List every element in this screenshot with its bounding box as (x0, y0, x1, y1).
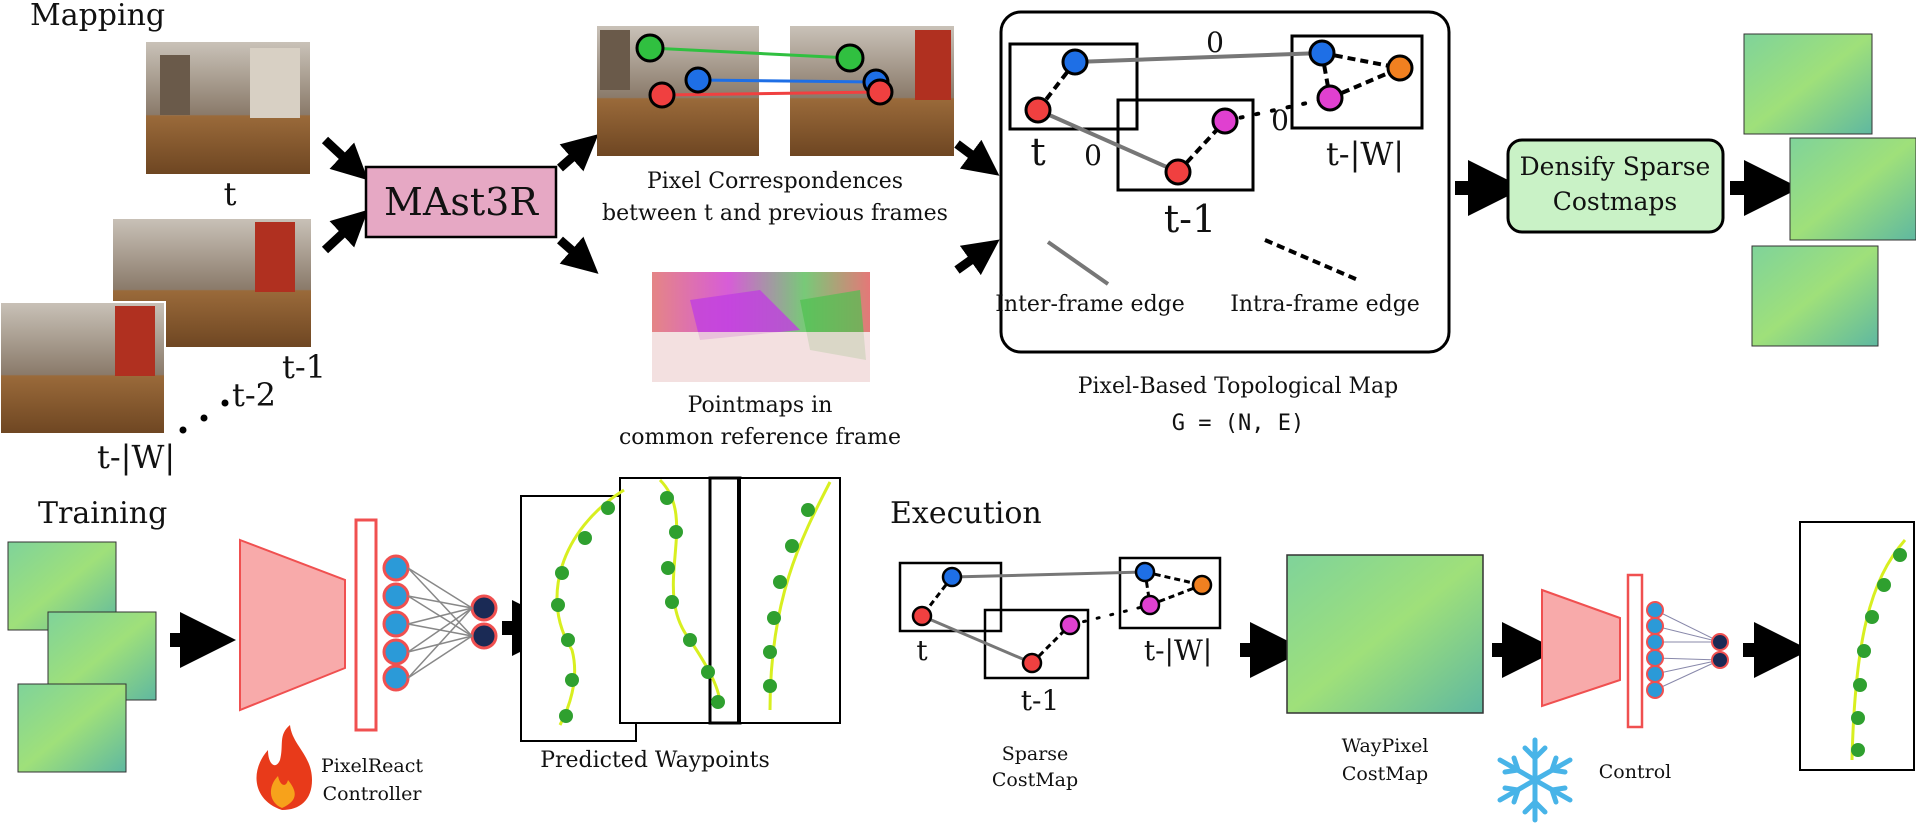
frame-t-label: t (224, 175, 237, 213)
arrow-mast3r-to-pointmaps (557, 236, 599, 274)
waypixel-caption-2: CostMap (1342, 763, 1428, 785)
frame-tw-label: t-|W| (97, 438, 175, 476)
feature-vector (354, 518, 378, 732)
waypoints-caption: Predicted Waypoints (540, 748, 770, 773)
correspondence-image-left (597, 26, 759, 156)
arrow-pointmaps-to-map (954, 239, 1000, 276)
dense-costmap-3 (1751, 245, 1879, 347)
frame-t2-label: t-2 (232, 376, 276, 414)
topomap-frame-tw-box (1290, 34, 1424, 130)
control-network (1541, 573, 1729, 729)
dense-costmaps (1743, 33, 1916, 347)
topomap-edge-weight-right: 0 (1271, 104, 1289, 137)
controller-caption-2: Controller (323, 783, 423, 805)
waypoint-panels (520, 476, 841, 742)
densify-label-1: Densify Sparse (1520, 152, 1711, 181)
legend-inter-swatch (1046, 240, 1110, 286)
waypixel-costmap-image (1286, 554, 1484, 714)
execution-label-tw: t-|W| (1144, 634, 1212, 667)
waypoint-panel-2 (619, 477, 739, 724)
topomap-node-orange-tw (1386, 54, 1414, 82)
training-costmaps (7, 541, 157, 773)
topomap-title: Pixel-Based Topological Map (1078, 374, 1399, 399)
topomap-node-blue-tw (1308, 39, 1336, 67)
waypoint-panel-3 (739, 477, 841, 724)
arrow-mast3r-to-correspondences (557, 134, 599, 172)
densify-box (1506, 138, 1725, 234)
pointmaps-caption-2: common reference frame (619, 425, 901, 450)
topomap-legend (1046, 238, 1359, 286)
encoder-trapezoid (239, 538, 346, 712)
pixelreact-network (239, 518, 498, 732)
execution-label-t1: t-1 (1021, 684, 1060, 717)
controller-caption-1: PixelReact (321, 755, 423, 777)
arrow-t-to-mast3r (321, 136, 369, 181)
waypixel-caption-1: WayPixel (1342, 735, 1429, 757)
topomap-formula: G = (N, E) (1172, 411, 1304, 436)
topomap-node-blue-t (1061, 48, 1089, 76)
node-blue-left (684, 66, 712, 94)
correspondences-caption-2: between t and previous frames (602, 201, 948, 226)
execution-label-t: t (916, 634, 928, 667)
execution-output-panel (1799, 521, 1915, 771)
arrow-prev-to-mast3r (321, 209, 369, 254)
mast3r-label: MAst3R (384, 180, 539, 224)
topomap-node-red-t (1024, 96, 1052, 124)
topomap-frame-t-box (1008, 42, 1139, 131)
legend-intra-swatch (1264, 238, 1359, 282)
mast3r-box (364, 165, 558, 239)
dense-costmap-2 (1789, 137, 1916, 241)
densify-label-2: Costmaps (1553, 187, 1678, 216)
legend-inter-label: Inter-frame edge (995, 292, 1185, 317)
control-caption: Control (1599, 761, 1671, 783)
dense-costmap-1 (1743, 33, 1873, 135)
frame-t-image (146, 42, 310, 174)
waypoint-path-3 (768, 481, 832, 711)
snowflake-icon (1497, 737, 1573, 823)
node-green-right (835, 43, 865, 73)
arrow-correspondences-to-map (954, 139, 1000, 176)
correspondences-caption-1: Pixel Correspondences (647, 169, 903, 194)
legend-intra-label: Intra-frame edge (1230, 292, 1420, 317)
execution-sparse-graph (898, 556, 1222, 680)
mapping-section-title: Mapping (30, 0, 165, 33)
topomap-graph (1008, 34, 1424, 192)
topomap-edge-weight-top: 0 (1206, 26, 1224, 59)
topomap-node-red-t1 (1164, 158, 1192, 186)
pointmaps-caption-1: Pointmaps in (688, 393, 833, 418)
training-section-title: Training (38, 496, 167, 531)
node-red-left (648, 81, 676, 109)
waypoint-path-2 (658, 478, 722, 706)
frame-t2-image (0, 301, 166, 435)
ellipsis-dots (179, 399, 229, 434)
correspondence-lines (635, 33, 894, 109)
waypoint-path-1 (555, 488, 625, 726)
topomap-label-t1: t-1 (1164, 197, 1216, 241)
topomap-node-magenta-tw (1316, 84, 1344, 112)
topomap-label-t: t (1030, 130, 1045, 174)
topomap-node-magenta-t1 (1211, 107, 1239, 135)
node-red-right (866, 78, 894, 106)
flame-icon (256, 725, 312, 810)
execution-section-title: Execution (890, 496, 1042, 531)
sparse-costmap-caption-2: CostMap (992, 769, 1078, 791)
topomap-edge-weight-mid: 0 (1084, 139, 1102, 172)
node-green-left (635, 33, 665, 63)
sparse-costmap-caption-1: Sparse (1002, 743, 1069, 765)
frame-t1-label: t-1 (282, 348, 326, 386)
topomap-label-tw: t-|W| (1326, 135, 1404, 173)
pointmap-image (652, 270, 870, 382)
